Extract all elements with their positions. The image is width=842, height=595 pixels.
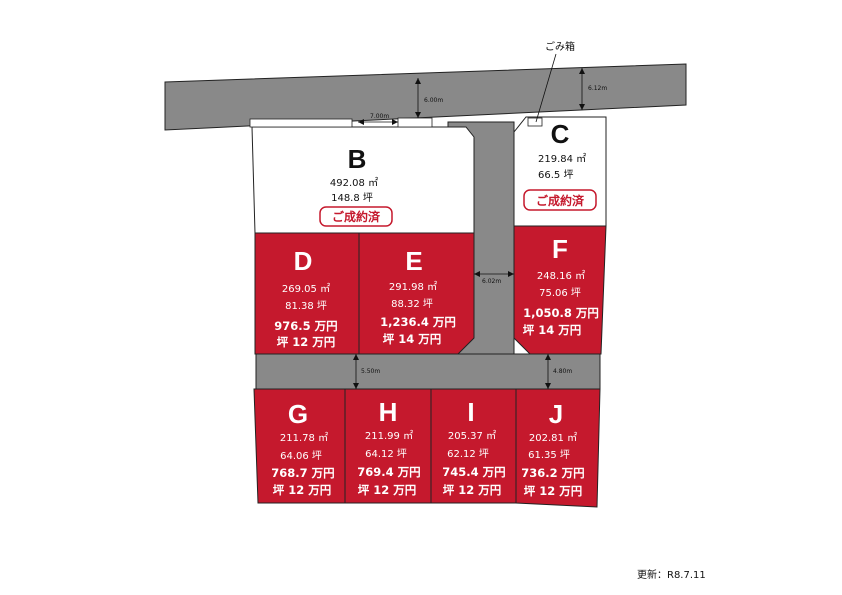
lot-g-sqm: 211.78 ㎡ (280, 432, 328, 444)
lot-h[interactable]: H 211.99 ㎡ 64.12 坪 769.4 万円 坪 12 万円 (344, 388, 432, 504)
lot-b-status: ご成約済 (332, 209, 381, 224)
lot-e-price: 1,236.4 万円 (380, 315, 456, 329)
dim-lower-left: 5.50m (361, 368, 380, 375)
lot-c-sold-badge (523, 189, 597, 211)
lot-i-unit-price: 坪 12 万円 (443, 483, 502, 497)
road-top (164, 63, 687, 131)
lot-f-sqm: 248.16 ㎡ (537, 270, 585, 282)
lot-g[interactable]: G 211.78 ㎡ 64.06 坪 768.7 万円 坪 12 万円 (253, 388, 346, 504)
lot-f-price: 1,050.8 万円 (523, 306, 599, 320)
dim-top-left: 6.00m (424, 97, 443, 104)
lot-j-price: 736.2 万円 (521, 466, 584, 480)
lot-e-letter: E (405, 246, 422, 276)
lot-f-unit-price: 坪 14 万円 (523, 323, 582, 337)
lot-c[interactable]: C 219.84 ㎡ 66.5 坪 ご成約済 (513, 116, 607, 227)
lot-j-letter: J (549, 399, 563, 429)
lot-b-tsubo: 148.8 坪 (331, 191, 373, 204)
road-inset-strip (249, 118, 353, 128)
lot-d-letter: D (294, 246, 313, 276)
lot-i-tsubo: 62.12 坪 (447, 447, 489, 460)
lot-e-sqm: 291.98 ㎡ (389, 281, 437, 293)
dim-lower-right: 4.80m (553, 368, 572, 375)
lot-e[interactable]: E 291.98 ㎡ 88.32 坪 1,236.4 万円 坪 14 万円 (358, 232, 475, 355)
entry-gap (397, 117, 433, 128)
lot-b-sold-badge (319, 206, 393, 227)
lot-b-letter: B (348, 144, 367, 174)
lot-c-sqm: 219.84 ㎡ (538, 153, 586, 165)
lot-f[interactable]: F 248.16 ㎡ 75.06 坪 1,050.8 万円 坪 14 万円 (513, 225, 607, 355)
lot-h-unit-price: 坪 12 万円 (358, 483, 417, 497)
lot-d-unit-price: 坪 12 万円 (277, 335, 336, 349)
dim-entry: 7.00m (370, 113, 389, 120)
lot-c-tsubo: 66.5 坪 (538, 168, 573, 181)
lot-d-sqm: 269.05 ㎡ (282, 283, 330, 295)
lot-f-tsubo: 75.06 坪 (539, 286, 581, 299)
lot-c-status: ご成約済 (536, 193, 585, 208)
trash-leader-line (535, 53, 557, 123)
trash-bin-marker (527, 117, 543, 127)
dim-center: 6.02m (482, 278, 501, 285)
lot-e-tsubo: 88.32 坪 (391, 297, 433, 310)
dim-top-right: 6.12m (588, 85, 607, 92)
lot-j-unit-price: 坪 12 万円 (524, 484, 583, 498)
dimensions: 6.00m 6.12m 7.00m 6.02m 5.50m 4.80m (353, 68, 607, 389)
lot-g-tsubo: 64.06 坪 (280, 449, 322, 462)
lot-i-price: 745.4 万円 (442, 465, 505, 479)
lot-d-tsubo: 81.38 坪 (285, 299, 327, 312)
lot-g-unit-price: 坪 12 万円 (273, 483, 332, 497)
lot-b[interactable]: B 492.08 ㎡ 148.8 坪 ご成約済 (251, 126, 475, 234)
lot-i[interactable]: I 205.37 ㎡ 62.12 坪 745.4 万円 坪 12 万円 (430, 388, 517, 504)
lot-h-tsubo: 64.12 坪 (365, 447, 407, 460)
lot-d-price: 976.5 万円 (274, 319, 337, 333)
lot-j-sqm: 202.81 ㎡ (529, 432, 577, 444)
trash-label: ごみ箱 (545, 40, 575, 53)
updated-date: 更新：R8.7.11 (637, 570, 706, 581)
lot-j-tsubo: 61.35 坪 (528, 448, 570, 461)
lot-e-unit-price: 坪 14 万円 (383, 332, 442, 346)
lot-h-letter: H (379, 397, 398, 427)
lot-g-price: 768.7 万円 (271, 466, 334, 480)
lot-i-sqm: 205.37 ㎡ (448, 430, 496, 442)
lot-h-sqm: 211.99 ㎡ (365, 430, 413, 442)
lot-b-sqm: 492.08 ㎡ (330, 177, 378, 189)
lot-g-letter: G (288, 399, 308, 429)
lot-i-letter: I (467, 397, 474, 427)
lot-j[interactable]: J 202.81 ㎡ 61.35 坪 736.2 万円 坪 12 万円 (515, 388, 601, 508)
lot-d[interactable]: D 269.05 ㎡ 81.38 坪 976.5 万円 坪 12 万円 (254, 232, 360, 355)
lot-f-letter: F (552, 234, 568, 264)
lot-c-letter: C (551, 119, 570, 149)
road (164, 63, 687, 390)
lot-h-price: 769.4 万円 (357, 465, 420, 479)
